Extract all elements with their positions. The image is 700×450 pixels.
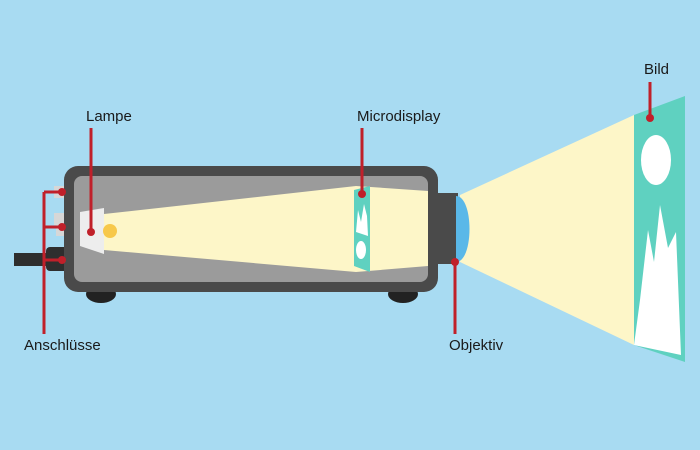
label-image: Bild [644,61,669,78]
image-mountain-shape [634,205,681,355]
projected-light-beam [460,115,634,345]
leader-dots [58,114,654,266]
internal-light-beam [104,186,428,272]
label-microdisplay: Microdisplay [357,108,441,125]
projected-image-screen [634,96,685,362]
label-lamp: Lampe [86,108,132,125]
lens-objective [436,193,470,264]
image-circle-shape [641,135,671,185]
label-ports: Anschlüsse [24,337,101,354]
microdisplay [354,186,370,272]
lamp-bulb [103,224,117,238]
label-lens: Objektiv [449,337,504,354]
